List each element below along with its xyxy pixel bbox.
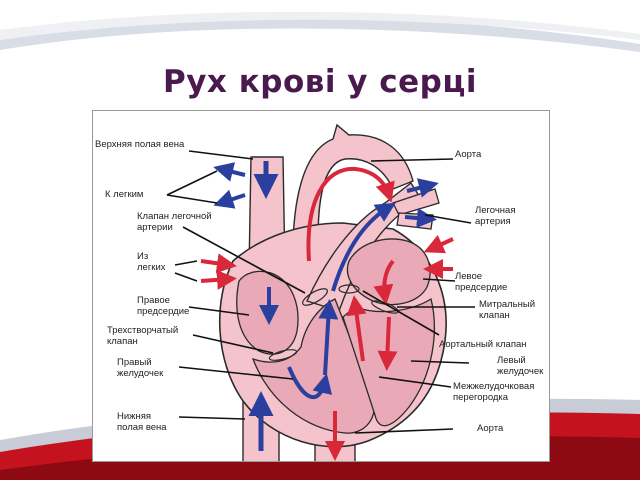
label-to-lungs: К легким [105, 189, 144, 200]
to-lungs-arrow-right-1 [406, 178, 439, 198]
slide-title: Рух крові у серці [163, 64, 477, 100]
label-aortic-valve: Аортальный клапан [439, 339, 527, 350]
label-right-atrium: Правое предсердие [137, 295, 190, 317]
diagram-panel: Верхняя полая вена К легким Клапан легоч… [92, 110, 550, 462]
label-pulmonary-valve: Клапан легочной артерии [137, 211, 212, 233]
pulmonary-valve-ring [302, 288, 328, 306]
lv-down-arrow [377, 316, 398, 371]
label-right-ventricle: Правый желудочек [117, 357, 164, 379]
label-left-ventricle: Левый желудочек [497, 355, 544, 377]
from-lungs-arrow-left-2 [200, 269, 237, 290]
from-lungs-arrow-left-1 [200, 253, 237, 274]
label-left-atrium: Левое предсердие [455, 271, 508, 293]
top-swoosh [0, 11, 640, 40]
label-inferior-vena-cava: Нижняя полая вена [117, 411, 167, 433]
top-swoosh-shadow [0, 16, 640, 52]
tricuspid-valve-ring [268, 349, 298, 361]
lv-up-arrow [346, 295, 367, 362]
label-superior-vena-cava: Верхняя полая вена [95, 139, 185, 150]
to-lungs-arrow-left-2 [213, 189, 246, 209]
rv-flow-arrow [287, 366, 333, 400]
pa-flow-arrow [331, 202, 396, 292]
label-aorta-top: Аорта [455, 149, 482, 160]
rv-up-arrow [318, 299, 339, 376]
label-mitral-valve: Митральный клапан [479, 299, 536, 321]
label-pulmonary-artery: Легочная артерия [475, 205, 516, 227]
heart-diagram [166, 123, 475, 461]
from-lungs-arrow-right-1 [423, 234, 454, 254]
to-lungs-arrow-right-2 [404, 208, 437, 228]
leader-lines [166, 150, 475, 434]
label-septum: Межжелудочковая перегородка [453, 381, 535, 403]
la-flow-arrow [373, 259, 395, 305]
to-lungs-arrow-left-1 [213, 162, 246, 182]
aorta-arch-arrow [306, 166, 395, 262]
label-from-lungs: Из легких [137, 251, 166, 273]
label-aorta-bottom: Аорта [477, 423, 504, 434]
aortic-valve-ring [338, 284, 360, 294]
label-tricuspid-valve: Трехстворчатый клапан [107, 325, 179, 347]
